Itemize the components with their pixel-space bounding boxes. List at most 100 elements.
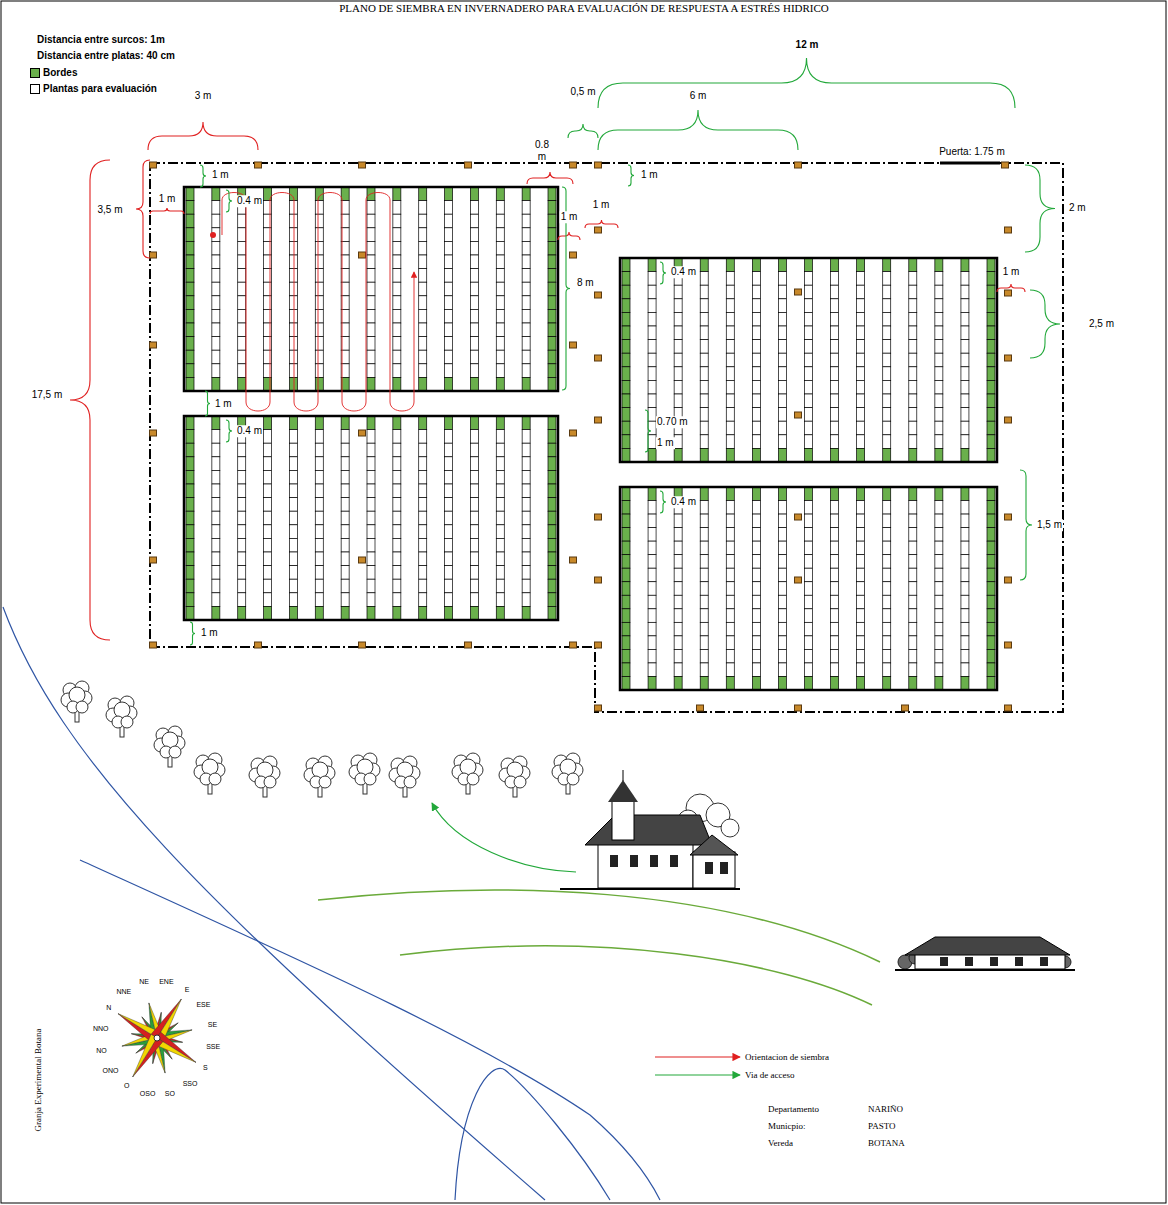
plant-cell <box>805 501 813 515</box>
plant-cell <box>648 541 656 555</box>
plant-cell <box>778 568 786 582</box>
plant-cell <box>778 258 786 272</box>
plant-cell <box>315 484 323 498</box>
plant-cell <box>961 408 969 422</box>
plant-cell <box>470 377 478 391</box>
post-marker <box>595 292 602 298</box>
tree <box>452 753 483 794</box>
plant-cell <box>857 380 865 394</box>
plant-cell <box>778 649 786 663</box>
plant-cell <box>289 552 297 566</box>
plant-cell <box>496 430 504 444</box>
plant-cell <box>367 228 375 242</box>
plant-cell <box>961 663 969 677</box>
plant-cell <box>987 663 995 677</box>
window <box>720 862 728 874</box>
plant-cell <box>238 566 246 580</box>
plant-cell <box>752 622 760 636</box>
plant-cell <box>700 340 708 354</box>
plant-cell <box>341 457 349 471</box>
plant-cell <box>548 470 556 484</box>
plant-cell <box>805 676 813 690</box>
plant-cell <box>674 528 682 542</box>
window <box>610 855 618 867</box>
plant-cell <box>909 514 917 528</box>
plant-cell <box>674 663 682 677</box>
plant-cell <box>726 514 734 528</box>
plant-cell <box>367 457 375 471</box>
plant-cell <box>778 326 786 340</box>
plant-cell <box>367 377 375 391</box>
plant-cell <box>831 408 839 422</box>
plant-cell <box>548 323 556 337</box>
plant-cell <box>987 435 995 449</box>
plant-cell <box>496 241 504 255</box>
post-marker <box>697 705 704 711</box>
plant-cell <box>522 430 530 444</box>
plant-cell <box>648 272 656 286</box>
plant-cell <box>674 394 682 408</box>
plant-cell <box>648 555 656 569</box>
plant-cell <box>805 568 813 582</box>
plant-cell <box>522 470 530 484</box>
plant-cell <box>987 676 995 690</box>
plant-cell <box>496 323 504 337</box>
post-marker <box>255 642 262 648</box>
dimension-bracket <box>1030 290 1060 358</box>
plant-cell <box>186 416 194 430</box>
plant-cell <box>857 663 865 677</box>
plant-cell <box>393 566 401 580</box>
plant-cell <box>987 367 995 381</box>
plant-cell <box>622 394 630 408</box>
plant-cell <box>341 430 349 444</box>
plant-cell <box>548 187 556 201</box>
plant-cell <box>987 394 995 408</box>
plant-cell <box>186 566 194 580</box>
plant-cell <box>315 350 323 364</box>
plant-cell <box>341 538 349 552</box>
plant-cell <box>264 566 272 580</box>
plant-cell <box>186 323 194 337</box>
plant-cell <box>445 228 453 242</box>
plant-cell <box>700 394 708 408</box>
dimension-label: 1 m <box>214 398 233 410</box>
post-marker <box>570 557 577 563</box>
plant-cell <box>470 228 478 242</box>
plant-cell <box>186 457 194 471</box>
plant-cell <box>778 285 786 299</box>
note-text: Distancia entre surcos: 1m <box>37 34 165 46</box>
plant-cell <box>648 258 656 272</box>
dimension-bracket <box>226 190 232 212</box>
plant-cell <box>831 609 839 623</box>
plant-cell <box>726 649 734 663</box>
plant-cell <box>264 430 272 444</box>
plant-cell <box>883 394 891 408</box>
plant-cell <box>186 579 194 593</box>
plant-cell <box>341 498 349 512</box>
plant-cell <box>752 609 760 623</box>
plant-cell <box>805 448 813 462</box>
plant-cell <box>700 487 708 501</box>
plant-cell <box>831 448 839 462</box>
plant-cell <box>289 350 297 364</box>
church-roof <box>585 815 712 845</box>
plant-cell <box>752 340 760 354</box>
plant-cell <box>393 430 401 444</box>
plant-cell <box>648 501 656 515</box>
plant-cell <box>857 528 865 542</box>
plant-cell <box>341 443 349 457</box>
plant-cell <box>622 448 630 462</box>
plant-cell <box>445 498 453 512</box>
dimension-label: 6 m <box>689 90 708 102</box>
plant-cell <box>470 579 478 593</box>
plant-cell <box>622 541 630 555</box>
plant-cell <box>726 408 734 422</box>
plant-cell <box>674 676 682 690</box>
plant-cell <box>238 309 246 323</box>
plant-cell <box>883 514 891 528</box>
dimension-label: 1 m <box>200 627 219 639</box>
plant-cell <box>264 552 272 566</box>
dimension-label: Puerta: 1.75 m <box>938 146 1006 158</box>
plant-cell <box>778 380 786 394</box>
plant-cell <box>778 555 786 569</box>
